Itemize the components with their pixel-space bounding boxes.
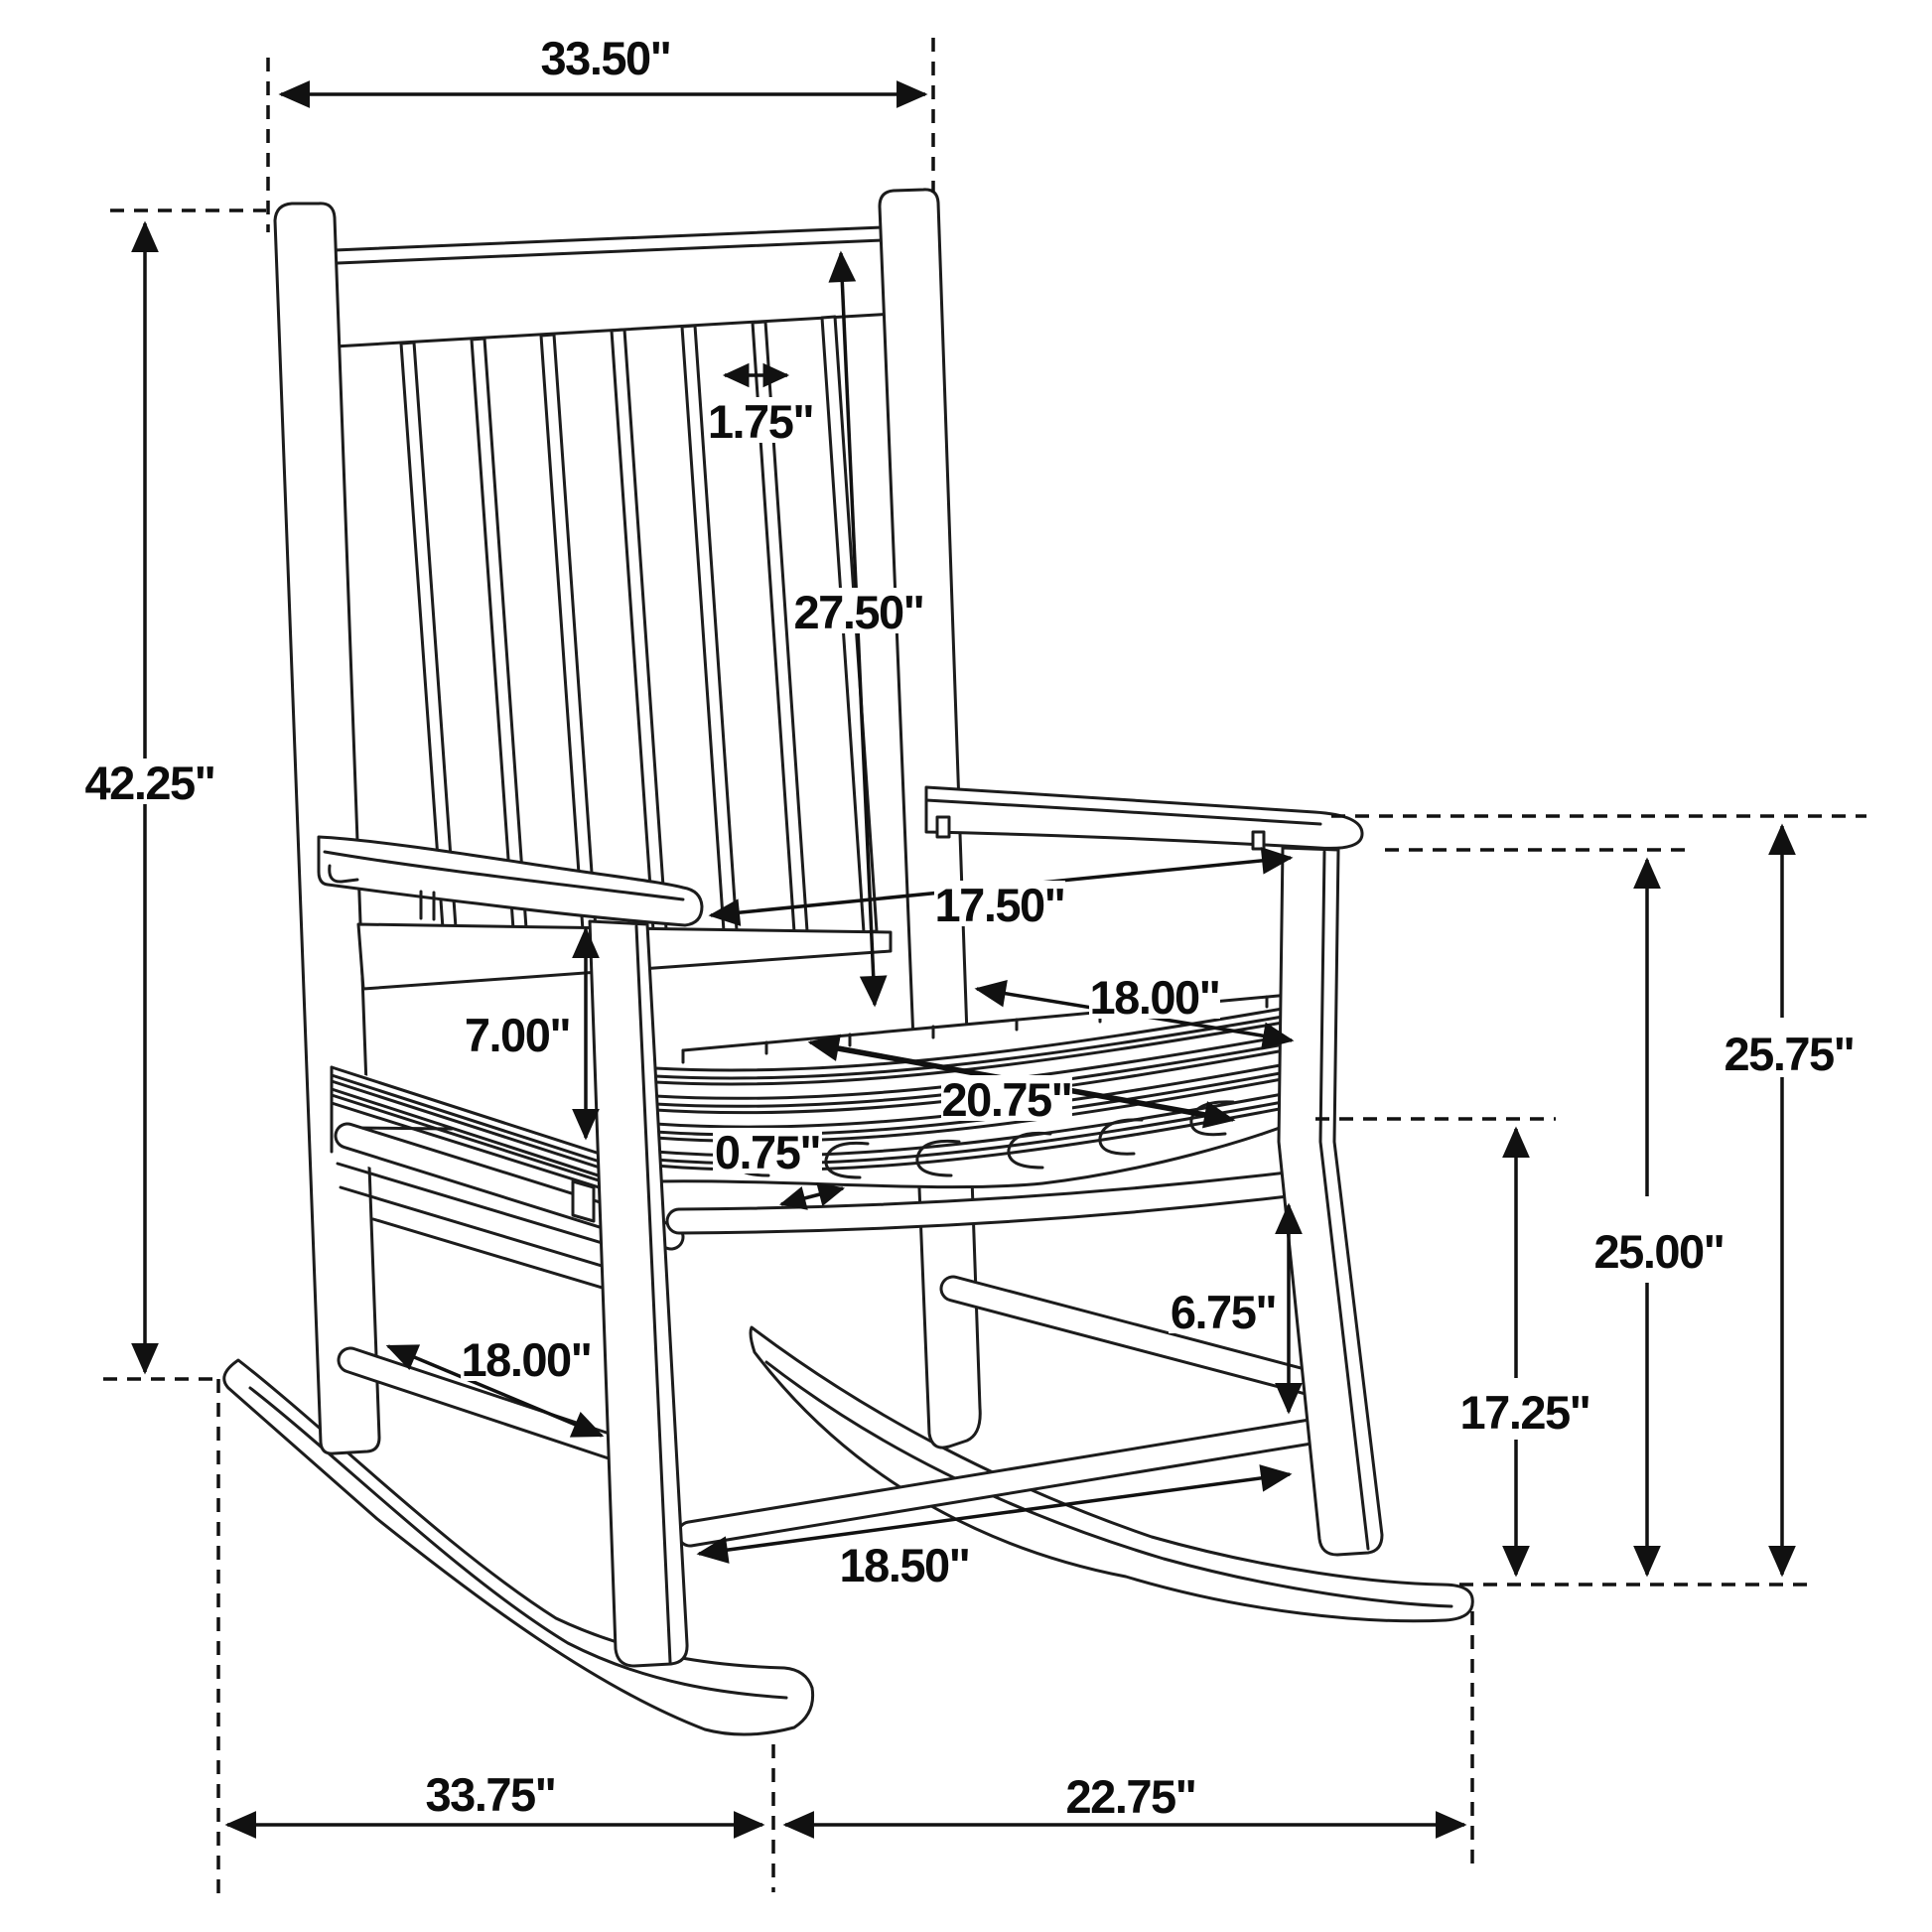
svg-text:27.50": 27.50" xyxy=(794,586,924,638)
svg-text:42.25": 42.25" xyxy=(85,757,215,809)
svg-text:18.50": 18.50" xyxy=(840,1539,970,1591)
svg-text:7.00": 7.00" xyxy=(465,1009,570,1061)
svg-text:33.75": 33.75" xyxy=(426,1768,556,1821)
svg-text:25.00": 25.00" xyxy=(1594,1225,1725,1278)
svg-text:17.25": 17.25" xyxy=(1460,1386,1590,1439)
svg-text:17.50": 17.50" xyxy=(935,879,1065,931)
svg-text:18.00": 18.00" xyxy=(1090,971,1220,1024)
svg-text:1.75": 1.75" xyxy=(708,395,813,448)
svg-text:25.75": 25.75" xyxy=(1725,1028,1855,1080)
svg-text:20.75": 20.75" xyxy=(942,1073,1072,1126)
svg-text:33.50": 33.50" xyxy=(541,32,671,84)
svg-text:18.00": 18.00" xyxy=(462,1333,592,1386)
svg-text:0.75": 0.75" xyxy=(715,1126,820,1178)
svg-text:6.75": 6.75" xyxy=(1171,1286,1276,1338)
svg-text:22.75": 22.75" xyxy=(1066,1770,1196,1823)
